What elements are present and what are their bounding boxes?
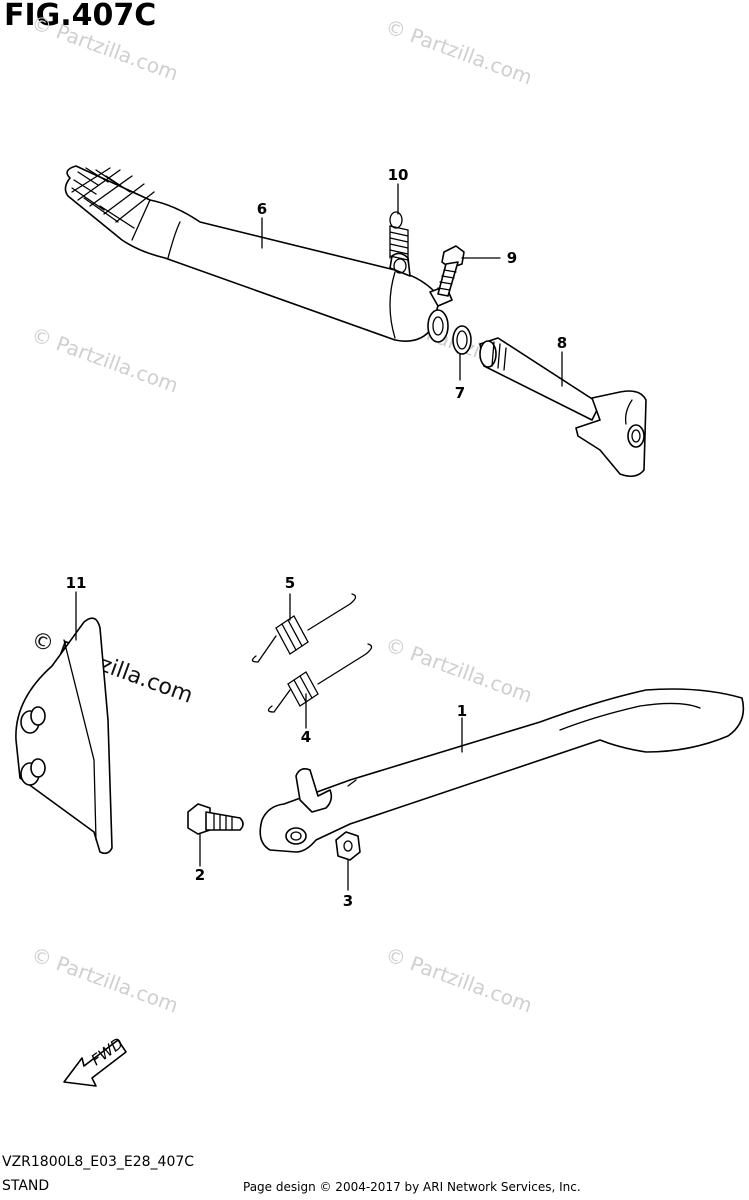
spring-part-5 [251,593,357,663]
section-name: STAND [2,1178,50,1194]
bracket-part-11 [15,617,113,855]
callout-9: 9 [507,249,517,267]
callout-4: 4 [301,728,311,746]
spring-part-10 [389,211,409,274]
side-stand-part-1 [259,688,745,853]
watermark: © Partzilla.com [382,632,535,707]
o-ring-part-7 [452,325,472,355]
callout-1: 1 [457,702,467,720]
callout-5: 5 [285,574,295,592]
spring-part-4 [267,643,373,713]
callout-labels: 1 2 3 4 5 6 7 8 9 10 11 [66,166,568,910]
nut-part-3 [335,831,361,861]
callout-10: 10 [388,166,409,184]
watermark: © Partzilla.com [382,942,535,1017]
watermark: © Partzilla.com [382,14,535,89]
credit-footer: Page design © 2004-2017 by ARI Network S… [243,1180,581,1194]
fwd-arrow-icon: FWD [63,1034,127,1087]
figure-title: FIG.407C [4,0,157,33]
bolt-part-9 [437,245,465,297]
leader-lines [75,183,563,891]
shaft-part-8 [479,337,647,478]
bolt-part-2 [187,803,244,835]
callout-11: 11 [66,574,87,592]
watermark: © Partzilla.com [28,942,181,1017]
watermarks: © Partzilla.com © Partzilla.com © Partzi… [28,10,552,1017]
callout-3: 3 [343,892,353,910]
callout-2: 2 [195,866,205,884]
callout-6: 6 [257,200,267,218]
callout-7: 7 [455,384,465,402]
watermark: © Partzilla.com [28,322,181,397]
model-code: VZR1800L8_E03_E28_407C [2,1154,195,1170]
stand-lever-part [64,165,453,343]
watermark: © Partzilla.com [28,10,181,85]
callout-8: 8 [557,334,567,352]
